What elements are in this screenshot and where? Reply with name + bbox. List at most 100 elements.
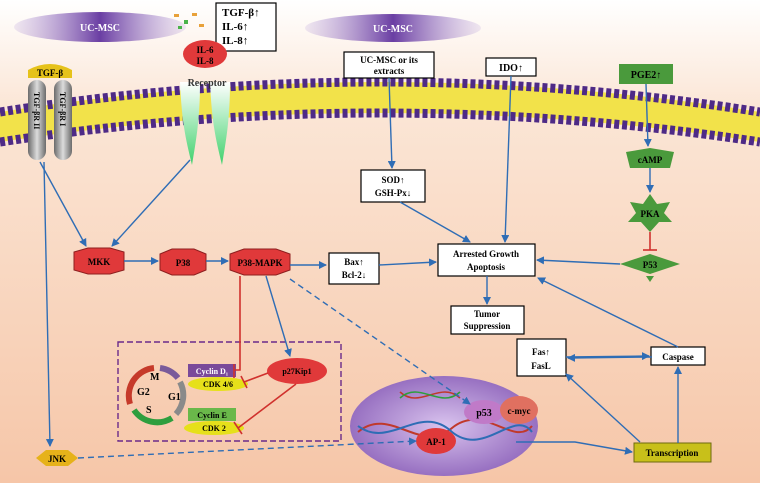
sod-label: SOD↑: [381, 175, 404, 185]
cmyc-label: c-myc: [508, 406, 531, 416]
phase-g2: G2: [137, 387, 150, 398]
camp-node: cAMP: [626, 148, 674, 168]
p53-pointer: [646, 276, 654, 282]
gshpx-label: GSH-Px↓: [375, 188, 412, 198]
tgf-beta-receptor: TGF-β TGF-βR II TGF-βR I: [28, 64, 72, 160]
pka-label: PKA: [641, 209, 660, 219]
tgf-beta-label: TGF-β: [37, 68, 63, 78]
cyclin-d1-complex: Cyclin D₁ CDK 4/6: [188, 364, 248, 391]
msc-cell-center: UC-MSC: [305, 14, 481, 42]
caspase-label: Caspase: [662, 352, 694, 362]
arrow-jnk-ap1-dashed: [77, 437, 417, 459]
arrow-nucleus-transcription: [516, 441, 633, 455]
caspase-box: Caspase: [650, 346, 706, 366]
bcl2-label: Bcl-2↓: [342, 270, 367, 280]
mkk-node: MKK: [73, 247, 125, 275]
p53-nucleus-node: p53: [464, 400, 504, 424]
arrow-pge2-camp: [643, 83, 652, 147]
cell-cycle-wheel: M G2 S G1: [125, 365, 187, 426]
secreted-particles: [174, 13, 204, 29]
inhibit-p27-cdk2: [237, 383, 297, 429]
tgfbr2-label: TGF-βR II: [32, 92, 41, 129]
arrow-mapk-p53-dashed: [289, 278, 471, 405]
p38-mapk-node: P38-MAPK: [229, 248, 291, 276]
secreted-factors-box: TGF-β↑ IL-6↑ IL-8↑: [215, 2, 277, 52]
cyclin-e-complex: Cyclin E CDK 2: [184, 408, 244, 435]
arrow-sod-arrested: [399, 201, 471, 243]
arrow-bax-arrested: [378, 258, 437, 267]
msc-left-label: UC-MSC: [80, 23, 120, 34]
arrow-ido-arrested: [501, 75, 512, 243]
cyclin-d1-label: Cyclin D₁: [196, 367, 229, 376]
p53-right-node: P53: [620, 254, 680, 274]
il6-label: IL-6: [196, 45, 214, 55]
receptor-label: Receptor: [188, 78, 227, 89]
inhibition-lines: [233, 232, 657, 435]
arrow-caspase-fas: [567, 353, 653, 362]
transcription-node: Transcription: [633, 442, 712, 463]
il8-label: IL-8: [196, 56, 214, 66]
bax-box: Bax↑ Bcl-2↓: [328, 252, 380, 285]
arrested-growth-box: Arrested Growth Apoptosis: [437, 243, 536, 277]
il8-up: IL-8↑: [222, 35, 248, 47]
activation-arrows: [39, 75, 682, 459]
pge2-node: PGE2↑: [619, 64, 673, 84]
pka-node: PKA: [628, 194, 672, 232]
fas-label: Fas↑: [532, 347, 550, 357]
bax-label: Bax↑: [344, 257, 364, 267]
cdk46-label: CDK 4/6: [203, 380, 233, 389]
arrow-tgf-mkk: [39, 161, 87, 247]
msc-cell-left: UC-MSC: [14, 12, 186, 42]
transcription-label: Transcription: [646, 448, 699, 458]
inhibit-p27-cdk46: [243, 372, 269, 383]
camp-label: cAMP: [638, 155, 663, 165]
il-receptor: IL-6 IL-8 Receptor: [180, 40, 230, 165]
extracts-line2: extracts: [374, 66, 405, 76]
pge2-label: PGE2↑: [631, 70, 662, 81]
p53-nucleus-label: p53: [476, 408, 492, 419]
phase-s: S: [146, 405, 152, 416]
tgfbr1-label: TGF-βR I: [58, 92, 67, 126]
phase-m: M: [150, 372, 160, 383]
p38-label: P38: [176, 258, 191, 268]
ap1-label: AP-1: [426, 437, 446, 447]
jnk-node: JNK: [36, 450, 78, 466]
tumor-label: Tumor: [474, 309, 500, 319]
arrow-extracts-sod: [387, 77, 396, 169]
tumor-suppression-box: Tumor Suppression: [450, 305, 525, 335]
cmyc-node: c-myc: [500, 396, 538, 424]
arrow-transcription-fas: [565, 373, 641, 443]
ido-box: IDO↑: [485, 57, 537, 77]
apoptosis-label: Apoptosis: [467, 262, 506, 272]
msc-center-label: UC-MSC: [373, 24, 413, 35]
p38-mapk-label: P38-MAPK: [238, 258, 283, 268]
arrow-p53-arrested: [536, 256, 621, 265]
fas-box: Fas↑ FasL: [516, 338, 567, 377]
mkk-label: MKK: [88, 257, 111, 267]
cdk2-label: CDK 2: [202, 424, 226, 433]
il6-up: IL-6↑: [222, 21, 248, 33]
cyclin-e-label: Cyclin E: [197, 411, 227, 420]
extracts-line1: UC-MSC or its: [360, 55, 418, 65]
fasl-label: FasL: [531, 361, 551, 371]
arrow-receptor-mkk: [111, 159, 191, 247]
arrow-tgf-jnk: [43, 161, 54, 447]
ap1-node: AP-1: [416, 428, 456, 454]
arrow-caspase-arrested: [537, 277, 679, 348]
p27-node: p27Kip1: [267, 358, 327, 384]
extracts-box: UC-MSC or its extracts: [343, 51, 435, 79]
arrow-fas-caspase: [565, 352, 650, 361]
tgf-beta-up: TGF-β↑: [222, 7, 260, 19]
nucleus: [350, 376, 538, 476]
p38-node: P38: [159, 248, 207, 276]
arrow-mapk-p27: [265, 275, 292, 357]
phase-g1: G1: [168, 392, 181, 403]
suppression-label: Suppression: [464, 321, 511, 331]
sod-box: SOD↑ GSH-Px↓: [360, 169, 426, 203]
p27-label: p27Kip1: [282, 367, 311, 376]
p53-right-label: P53: [643, 260, 658, 270]
jnk-label: JNK: [48, 454, 66, 464]
arrested-growth-label: Arrested Growth: [453, 249, 519, 259]
